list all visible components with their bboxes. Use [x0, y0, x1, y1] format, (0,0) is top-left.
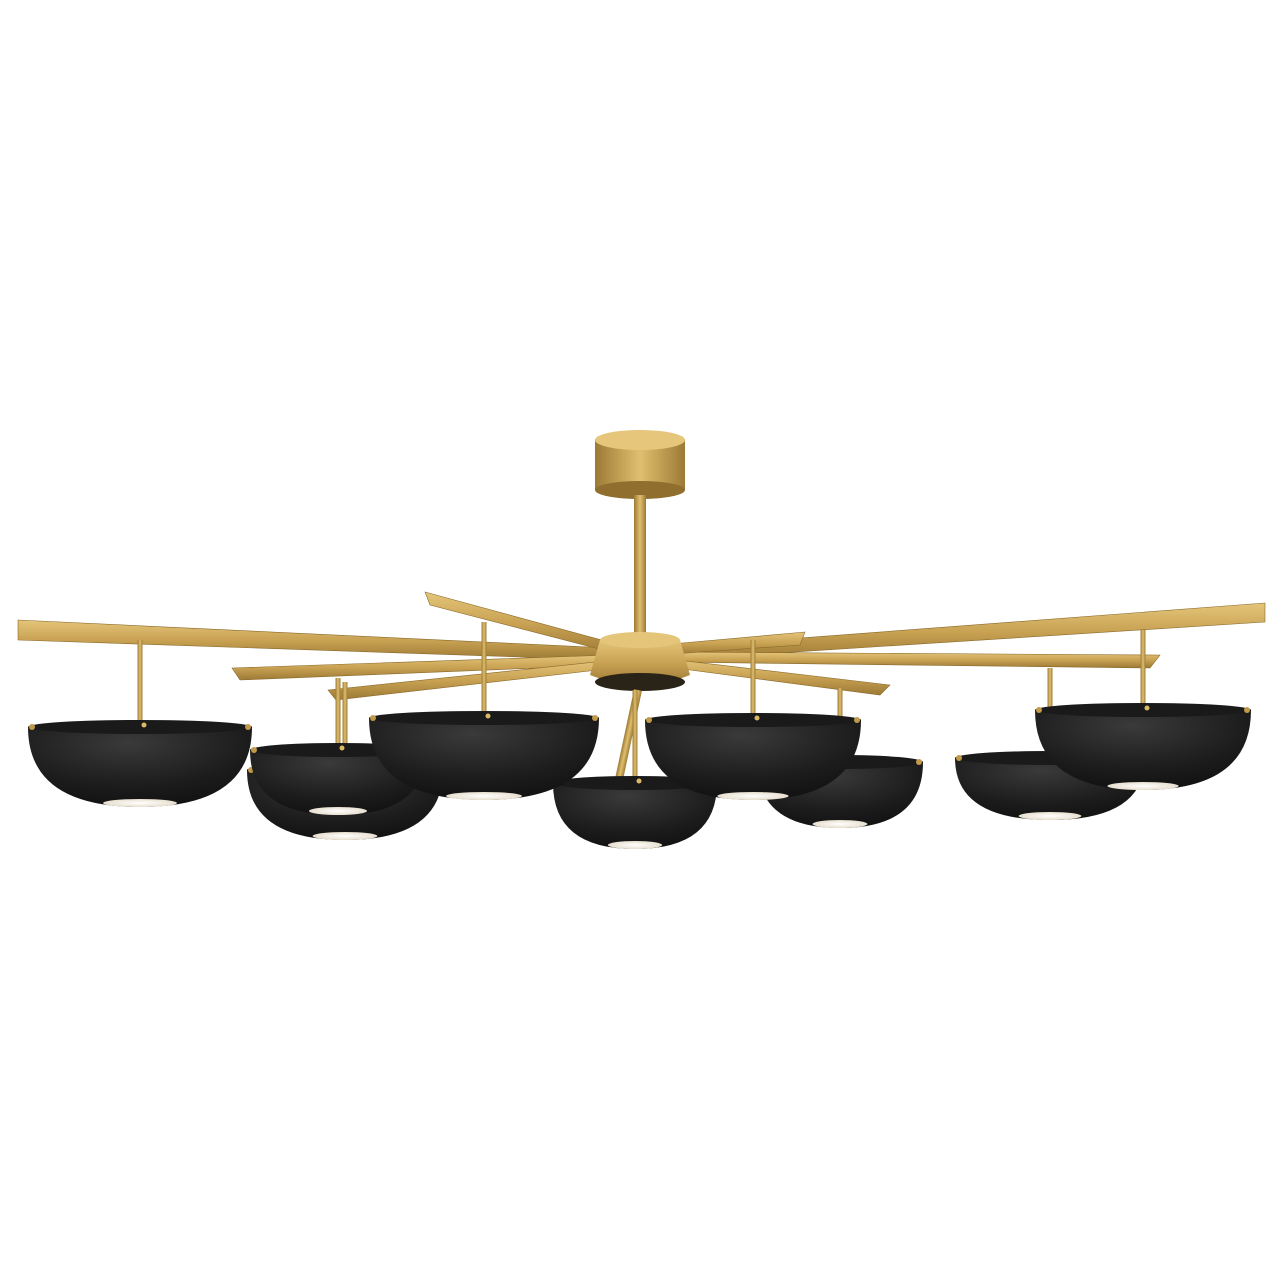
hub	[590, 632, 690, 779]
shade-8	[645, 640, 861, 800]
canopy	[595, 430, 685, 499]
arm-6	[664, 651, 1161, 669]
shade-6	[28, 640, 252, 807]
shade-7	[369, 622, 599, 800]
shade-9	[1035, 630, 1251, 790]
arm-5	[667, 602, 1266, 661]
shades	[28, 622, 1251, 849]
stem	[634, 495, 646, 645]
